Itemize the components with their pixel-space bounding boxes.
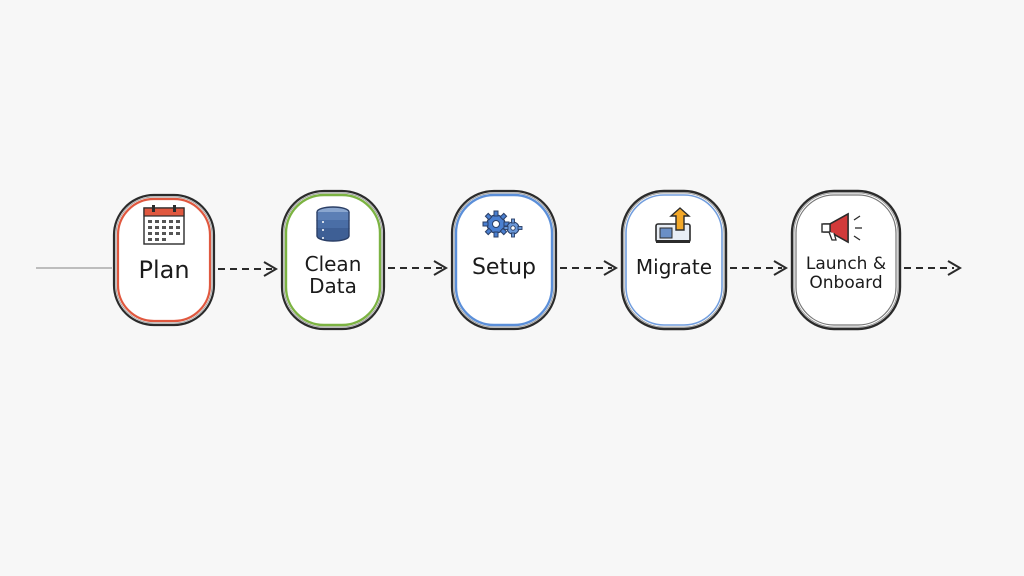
step-node-setup [450,189,558,331]
upload-icon [655,207,691,243]
connector-2 [388,260,448,276]
step-node-launch-onboard [790,189,902,331]
step-label-clean-data: Clean Data [304,252,362,299]
step-node-clean-data [280,189,386,331]
step-label-plan: Plan [138,256,190,284]
connector-1 [218,261,278,277]
connector-3 [560,260,618,276]
calendar-icon [143,205,185,245]
step-node-migrate [620,189,728,331]
database-icon [316,206,350,242]
step-label-setup: Setup [471,255,537,280]
connector-5 [904,260,962,276]
step-label-migrate: Migrate [635,255,713,279]
megaphone-icon [821,212,862,244]
step-node-plan [112,193,216,327]
connector-4 [730,260,788,276]
step-label-launch-onboard: Launch & Onboard [805,254,887,294]
gears-icon [482,210,523,238]
